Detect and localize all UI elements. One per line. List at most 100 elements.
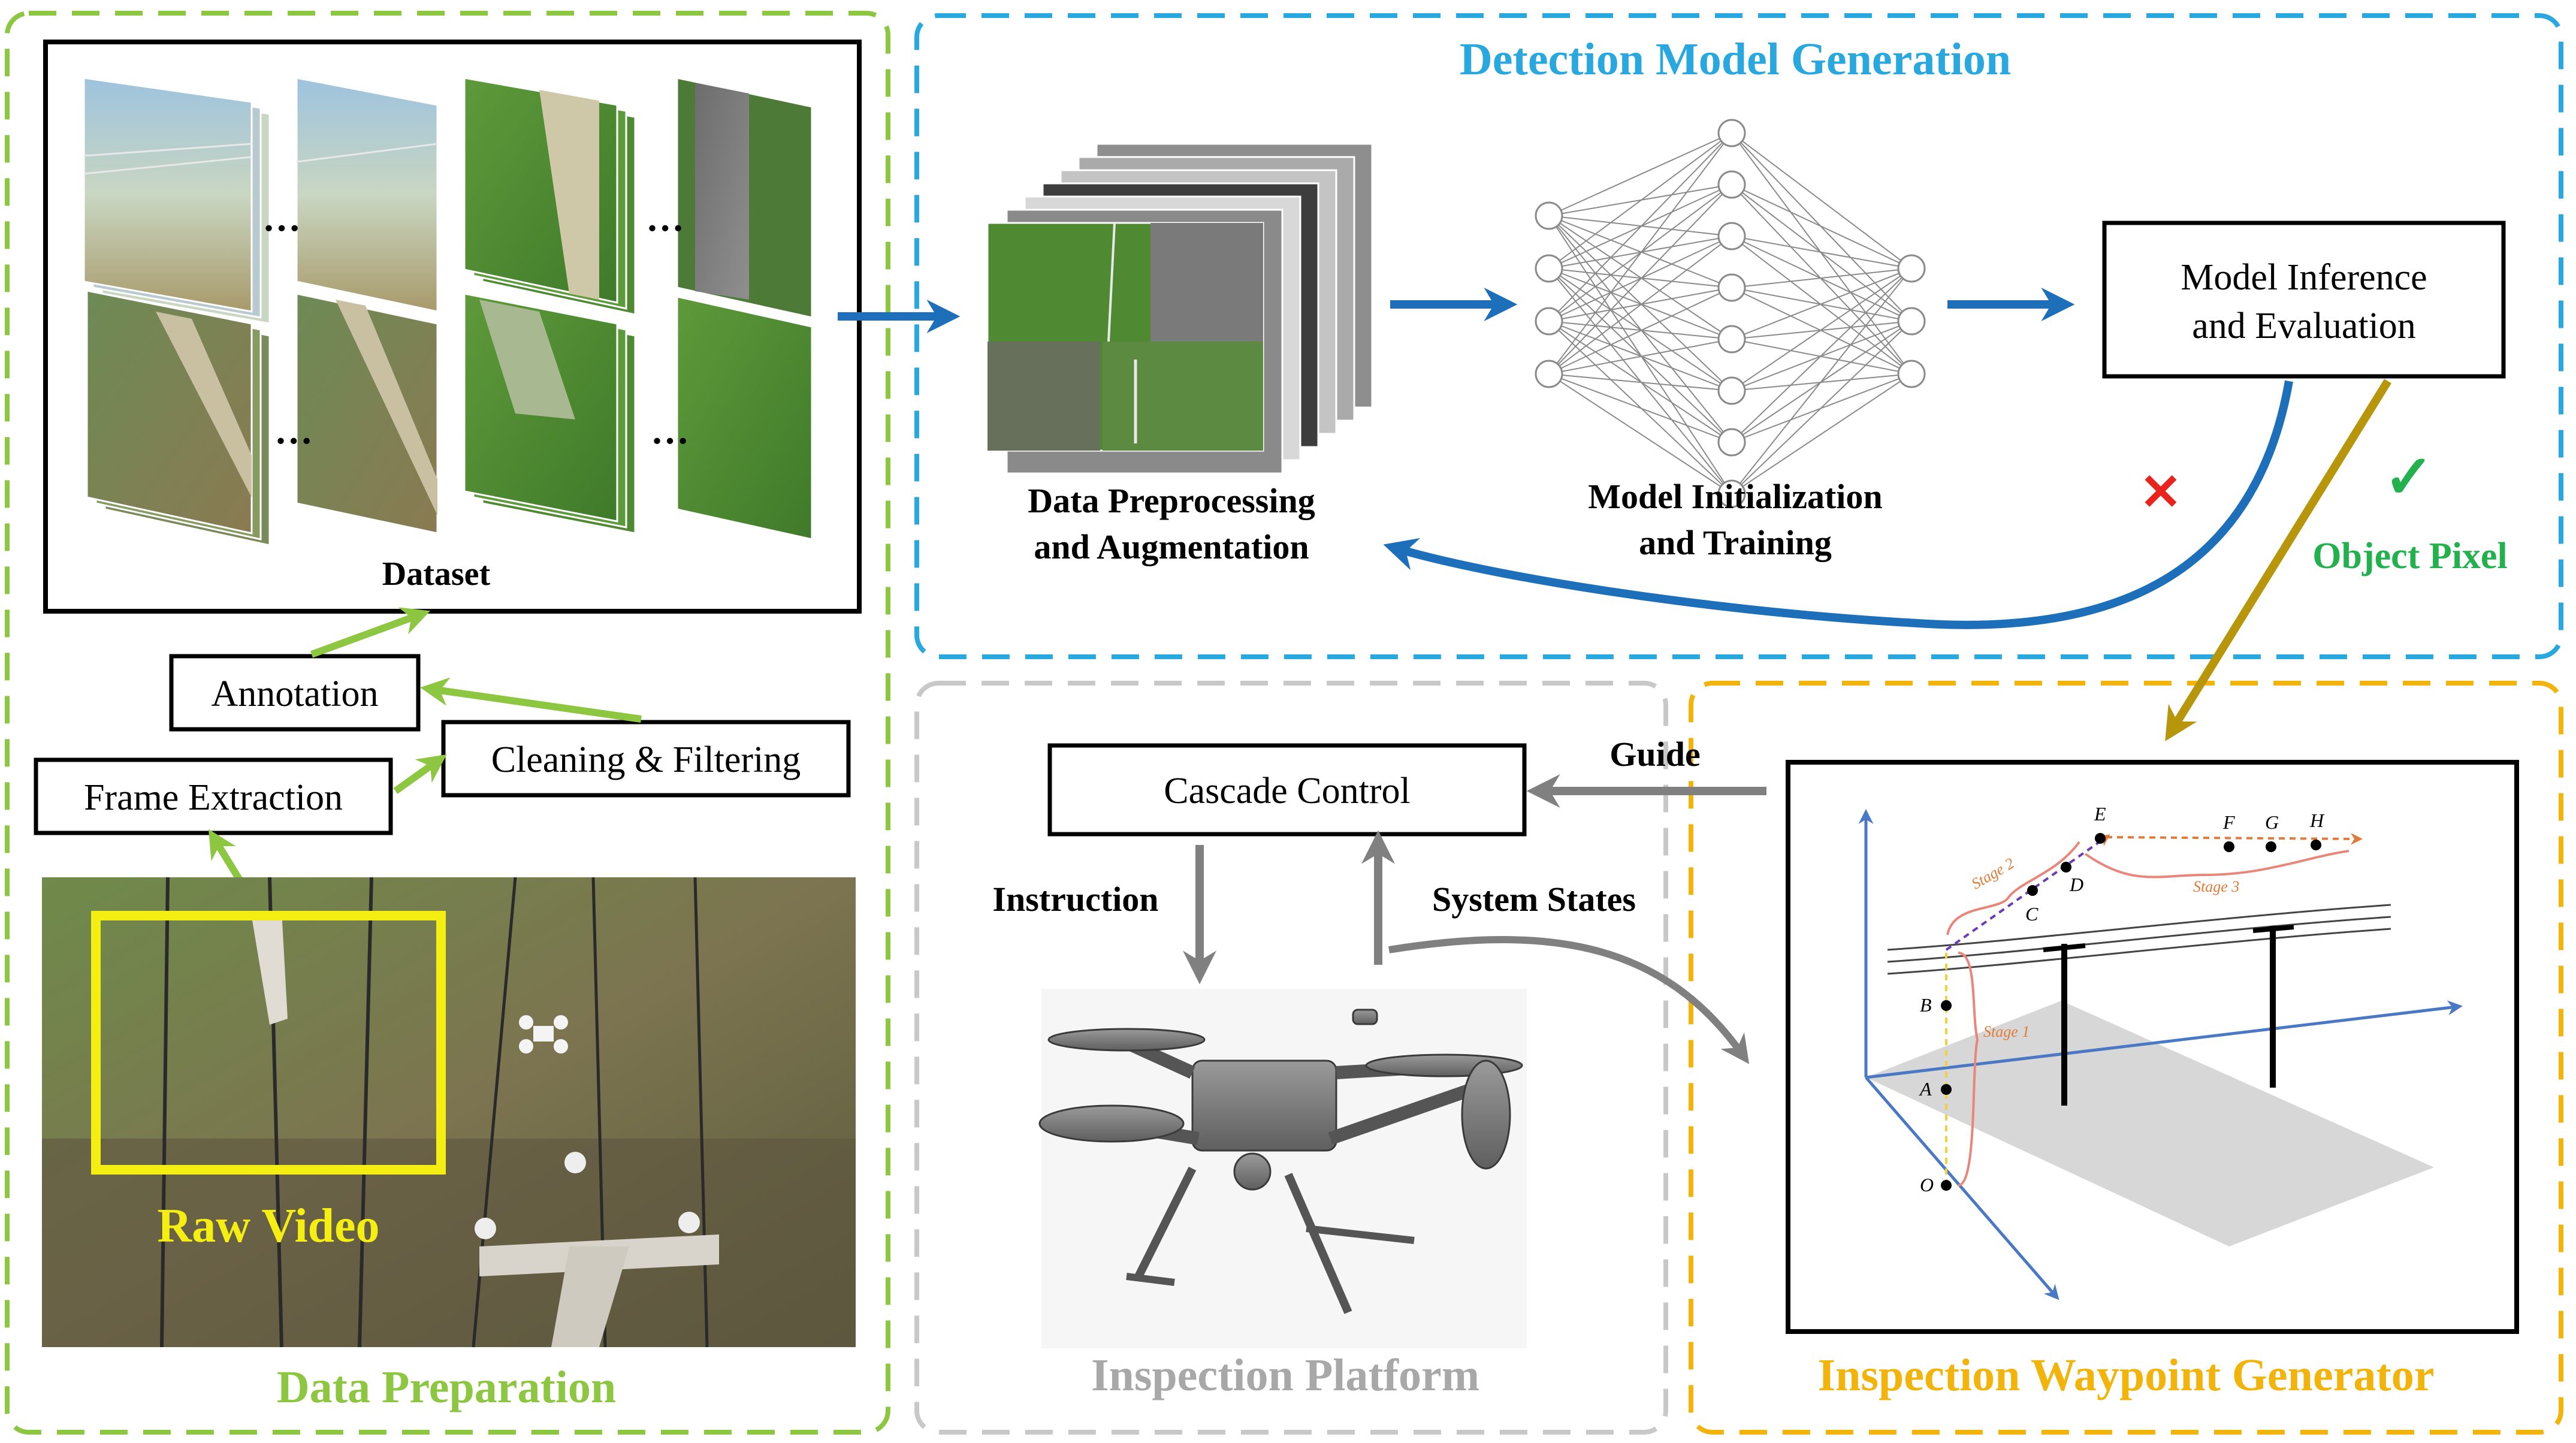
preprocessed-images-stack <box>986 143 1373 475</box>
nn-edge <box>1548 184 1732 375</box>
waypoint-c <box>2027 885 2038 896</box>
dataset-ellipsis-4: … <box>651 409 689 452</box>
training-label-line2: and Training <box>1639 523 1832 562</box>
preprocessing-label-line1: Data Preprocessing <box>1028 481 1315 520</box>
neural-network-icon <box>1535 119 1926 508</box>
waypoint-label-g: G <box>2265 811 2279 833</box>
nn-edge <box>1548 373 1732 494</box>
inspection-platform-frame <box>914 681 1668 1435</box>
nn-node <box>1717 273 1746 302</box>
nn-edge <box>1548 132 1732 216</box>
waypoint-label-o: O <box>1920 1174 1934 1196</box>
nn-edge <box>1548 132 1732 375</box>
axis-x <box>1865 1000 2463 1079</box>
object-pixel-label: Object Pixel <box>2312 536 2507 576</box>
nn-edge <box>1548 132 1732 322</box>
cleaning-filtering-box: Cleaning & Filtering <box>441 720 851 798</box>
arrow-annotation-to-dataset <box>310 607 431 658</box>
cleaning-filtering-label: Cleaning & Filtering <box>491 739 801 780</box>
nn-edge <box>1731 268 1912 494</box>
arrow-cleaning-to-annotation <box>419 677 642 723</box>
dataset-stack-grass <box>463 292 636 535</box>
arrow-frame-to-cleaning <box>393 754 447 794</box>
system-states-label: System States <box>1432 880 1636 919</box>
waypoint-a <box>1941 1084 1952 1095</box>
inference-label-line1: Model Inference <box>2181 257 2427 298</box>
frame-extraction-box: Frame Extraction <box>34 757 393 835</box>
nn-node <box>1717 170 1746 199</box>
ground-plane <box>1866 1001 2434 1246</box>
arrow-inference-to-waypoint <box>2165 379 2391 742</box>
dataset-ellipsis-2: … <box>646 197 684 239</box>
arrow-states-to-waypoint <box>1388 936 1750 1064</box>
nn-node <box>1897 254 1926 283</box>
dataset-stack-green <box>463 77 636 316</box>
waypoint-label-h: H <box>2309 810 2325 831</box>
nn-edge <box>1731 373 1912 494</box>
dataset-stack-rows-2 <box>295 292 439 535</box>
waypoint-f <box>2224 841 2234 852</box>
waypoint-label-f: F <box>2222 811 2235 833</box>
nn-edge <box>1548 373 1732 391</box>
stage-1-label: Stage 1 <box>1983 1023 2030 1040</box>
nn-node <box>1717 119 1746 147</box>
nn-edge <box>1731 268 1912 443</box>
dataset-ellipsis-1: … <box>262 197 301 239</box>
annotation-label: Annotation <box>212 674 379 714</box>
preprocessing-label-line2: and Augmentation <box>1034 527 1309 566</box>
dataset-panel: … … … … Dataset <box>43 40 862 614</box>
waypoint-b <box>1941 1000 1952 1011</box>
training-label-line1: Model Initialization <box>1588 477 1882 516</box>
detection-model-frame <box>914 13 2563 659</box>
arrow-feedback-to-preprocessing <box>1383 380 2293 629</box>
waypoint-label-c: C <box>2025 903 2039 925</box>
raw-video-image: Raw Video <box>42 877 856 1348</box>
nn-node <box>1535 360 1563 388</box>
nn-edge <box>1731 132 1912 269</box>
dataset-stack-sky-2 <box>295 77 439 313</box>
model-inference-box: Model Inference and Evaluation <box>2102 221 2506 379</box>
stage-3-label: Stage 3 <box>2193 878 2239 895</box>
cascade-control-box: Cascade Control <box>1047 743 1527 837</box>
nn-node <box>1717 222 1746 250</box>
waypoint-h <box>2311 840 2321 850</box>
nn-node <box>1535 254 1563 283</box>
waypoint-generator-frame <box>1689 681 2563 1435</box>
nn-edge <box>1731 184 1912 269</box>
nn-node <box>1717 479 1746 508</box>
section-title-waypoint-generator: Inspection Waypoint Generator <box>1818 1350 2435 1400</box>
waypoint-g <box>2266 841 2276 852</box>
waypoint-d <box>2061 862 2071 873</box>
nn-edge <box>1548 236 1732 375</box>
section-title-detection: Detection Model Generation <box>1460 34 2011 84</box>
waypoint-label-a: A <box>1919 1078 1932 1100</box>
nn-edge <box>1548 132 1732 269</box>
dataset-stack-sky <box>83 77 271 325</box>
nn-edge <box>1731 268 1912 391</box>
nn-node <box>1717 376 1746 405</box>
nn-node <box>1717 325 1746 354</box>
nn-edge <box>1548 287 1732 375</box>
nn-node <box>1535 307 1563 336</box>
nn-node <box>1897 360 1926 388</box>
nn-edge <box>1548 339 1732 375</box>
nn-edge <box>1731 321 1912 494</box>
nn-edge <box>1548 373 1732 443</box>
section-title-data-preparation: Data Preparation <box>277 1362 616 1412</box>
dataset-stack-grass-2 <box>676 295 813 541</box>
drone-model-image <box>1038 989 1527 1348</box>
nn-node <box>1897 307 1926 336</box>
drone-in-video-icon <box>519 1015 568 1053</box>
data-preparation-frame <box>5 11 890 1435</box>
waypoint-o <box>1941 1180 1952 1191</box>
accept-check-mark: ✓ <box>2384 444 2434 511</box>
dataset-stack-road <box>676 77 813 319</box>
axis-y <box>1865 1076 2059 1300</box>
inference-label-line2: and Evaluation <box>2192 306 2416 346</box>
nn-node <box>1535 201 1563 230</box>
waypoint-e <box>2095 833 2106 844</box>
annotation-box: Annotation <box>169 654 421 732</box>
